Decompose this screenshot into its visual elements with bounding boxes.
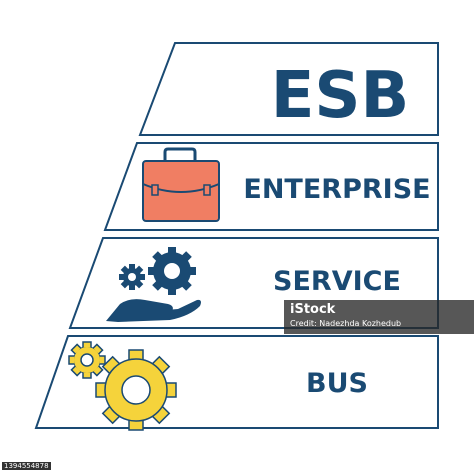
open-hand-icon [106, 299, 201, 322]
watermark: iStock Credit: Nadezhda Kozhedub [284, 300, 474, 334]
large-dark-gear-icon [148, 247, 196, 295]
watermark-brand: iStock [290, 302, 336, 317]
row-panel-esb [138, 42, 439, 136]
briefcase-icon [142, 147, 220, 222]
esb-title: ESB [271, 59, 410, 133]
enterprise-label: ENTERPRISE [243, 174, 430, 205]
bus-label: BUS [306, 368, 368, 399]
watermark-credit: Credit: Nadezhda Kozhedub [290, 319, 402, 328]
service-label: SERVICE [273, 266, 401, 297]
yellow-gears-icon [68, 341, 177, 431]
stock-id: 1394554878 [2, 462, 51, 470]
gears-hand-icon [106, 247, 201, 322]
small-yellow-gear-icon [68, 341, 106, 379]
small-dark-gear-icon [119, 264, 145, 290]
large-yellow-gear-icon [95, 349, 177, 431]
